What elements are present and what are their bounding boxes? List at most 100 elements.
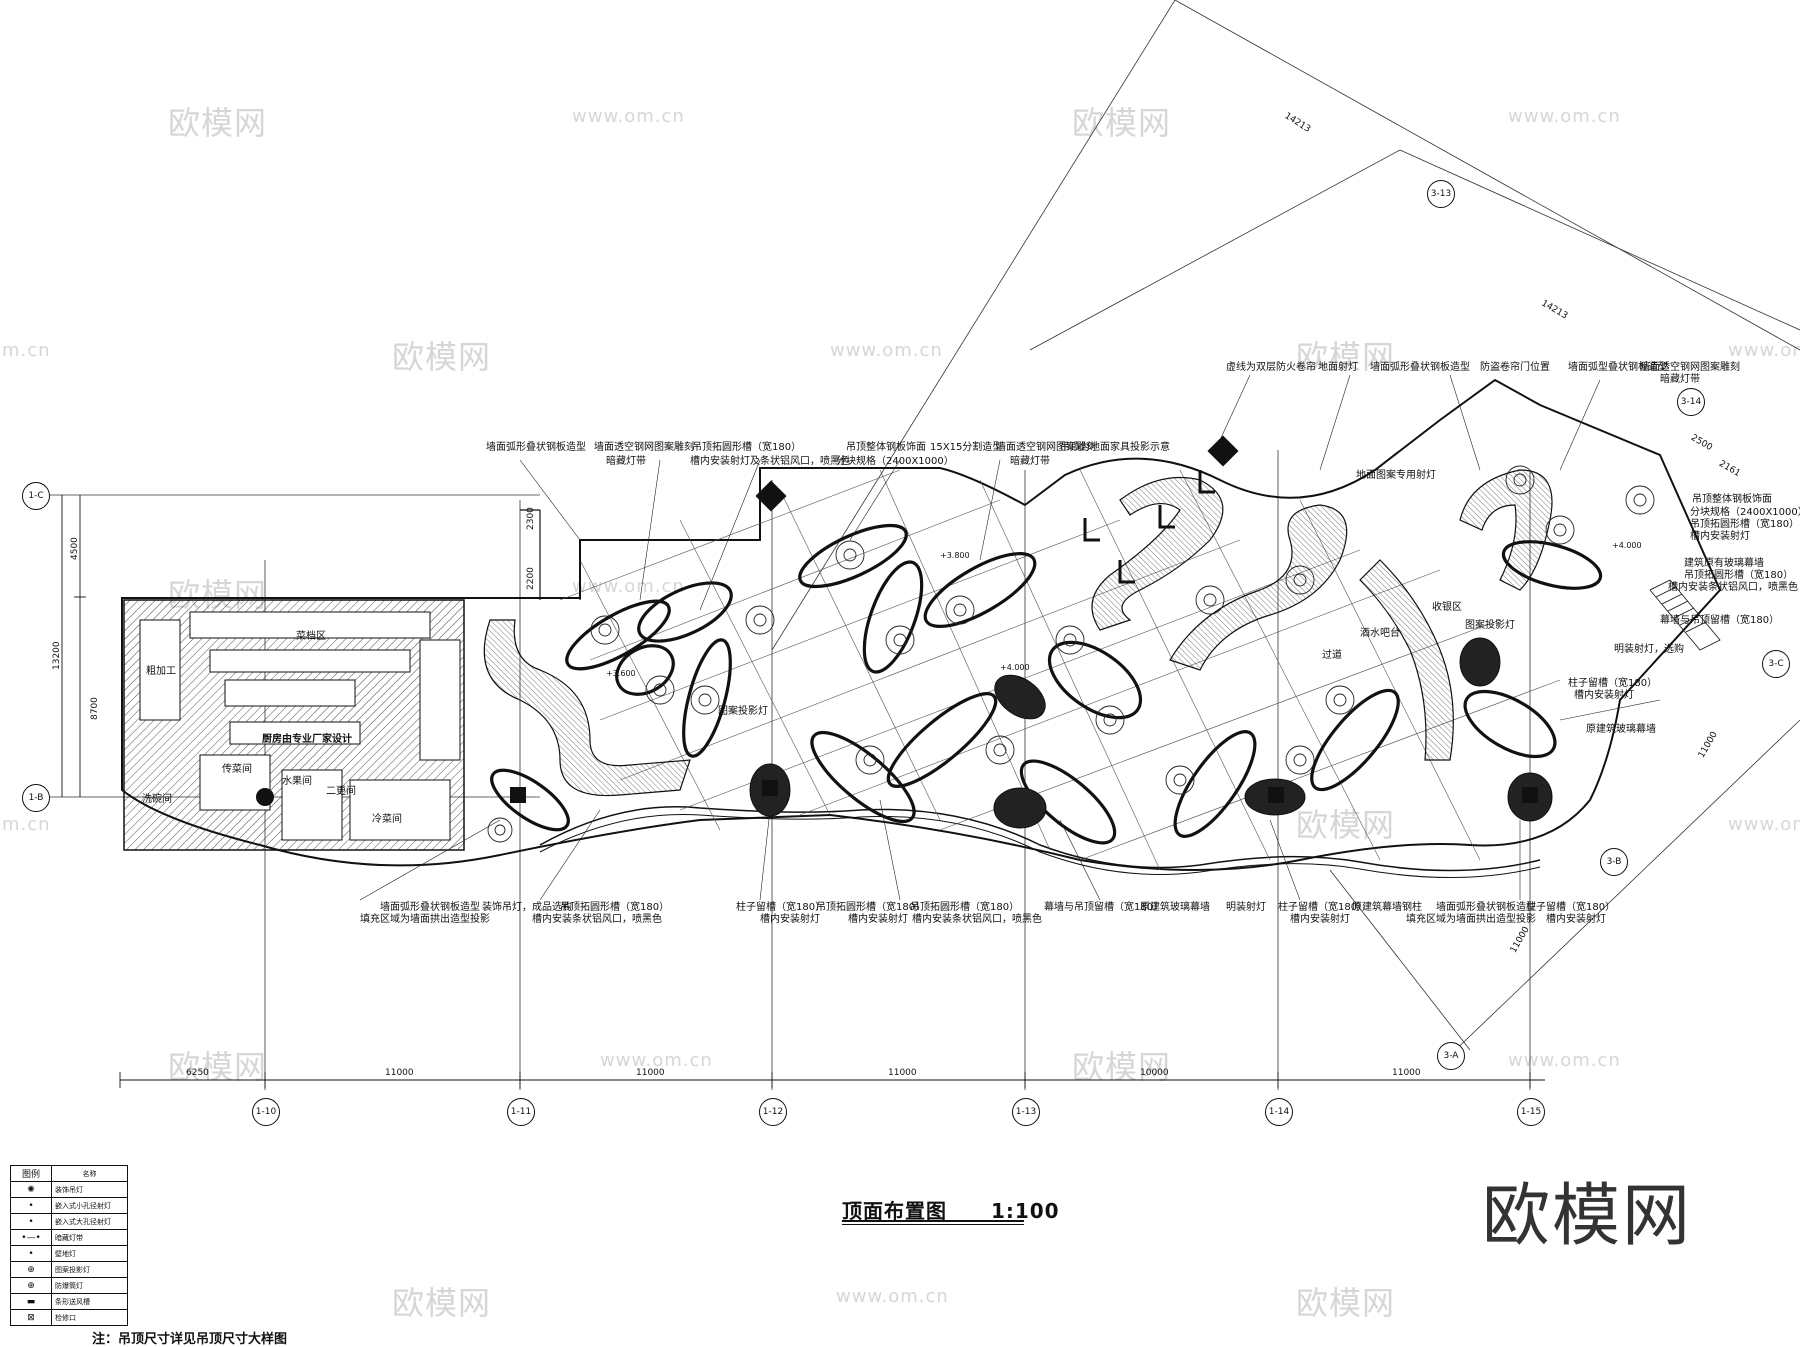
annotation: 槽内安装射灯: [848, 914, 908, 925]
zone-label: 过道: [1322, 650, 1342, 661]
annotation: 吊顶拓圆形槽（宽180）: [692, 442, 802, 453]
annotation: 槽内安装射灯: [760, 914, 820, 925]
annotation: 墙面弧形叠状钢板造型: [380, 902, 480, 913]
legend-note: 注：吊顶尺寸详见吊顶尺寸大样图: [92, 1332, 288, 1347]
annotation: 墙面透空钢网图案雕刻: [996, 442, 1096, 453]
oval-ceiling-grooves: [490, 523, 1603, 845]
small-spotlight-icon: •: [10, 1197, 52, 1214]
annotation: 墙面弧形叠状钢板造型: [1370, 362, 1470, 373]
drawing-scale: 1:100: [990, 1199, 1060, 1223]
annotation: 地面射灯: [1318, 362, 1358, 373]
annotation: 明装射灯: [1226, 902, 1266, 913]
annotation: 吊顶拓圆形槽（宽180）: [816, 902, 926, 913]
annotation: 槽内安装条状铝风口，喷黑色: [912, 914, 1042, 925]
annotation: 建筑原有玻璃幕墙: [1684, 558, 1764, 569]
axis-tag: 1-B: [22, 784, 50, 812]
annotation: 吊顶拓圆形槽（宽180）: [1684, 570, 1794, 581]
annotation: 虚线为双层防火卷帘: [1226, 362, 1316, 373]
annotation: 原建筑玻璃幕墙: [1586, 724, 1656, 735]
legend-row: ⊕ 防爆筒灯: [10, 1277, 128, 1294]
annotation: 分块规格（2400X1000）: [1690, 507, 1800, 518]
title-underline: [842, 1220, 1024, 1222]
dimension-text: 11000: [1392, 1068, 1421, 1078]
light-strip-icon: •—•: [10, 1229, 52, 1246]
dark-oval-projections: [749, 637, 1553, 829]
dimension-text: 8700: [90, 697, 100, 720]
projector-lamp-icon: ⊕: [10, 1261, 52, 1278]
annotation: 填充区域为墙面拱出造型投影: [1406, 914, 1536, 925]
zone-label: 二更间: [326, 786, 356, 797]
annotation: 槽内安装射灯: [1290, 914, 1350, 925]
center-label: 图案投影灯: [718, 706, 768, 717]
legend-row: • 壁地灯: [10, 1245, 128, 1262]
legend-table: 图例 名称 ✺ 装饰吊灯 • 嵌入式小孔径射灯 • 嵌入式大孔径射灯 •—• 暗…: [10, 1165, 128, 1326]
axis-tag: 1-15: [1517, 1098, 1545, 1126]
zone-label: 厨房由专业厂家设计: [262, 734, 352, 745]
annotation: 柱子留槽（宽180）: [1278, 902, 1368, 913]
zone-label: 收银区: [1432, 602, 1462, 613]
annotation: 槽内安装射灯: [1574, 690, 1634, 701]
annotation: 防盗卷帘门位置: [1480, 362, 1550, 373]
legend-row: ⊕ 图案投影灯: [10, 1261, 128, 1278]
building-outline: [121, 378, 1722, 871]
annotation: 墙面透空钢网图案雕刻: [594, 442, 694, 453]
annotation: 明装射灯，选购: [1614, 644, 1684, 655]
zone-label: 传菜间: [222, 764, 252, 775]
legend-header-name: 名称: [51, 1165, 128, 1182]
legend-row: ▬ 条形送风槽: [10, 1293, 128, 1310]
axis-tag: 1-C: [22, 482, 50, 510]
pendant-lamp-icon: ✺: [10, 1181, 52, 1198]
annotation: 吊顶拓圆形槽（宽180）: [910, 902, 1020, 913]
brand-watermark: 欧模网: [1482, 1177, 1693, 1256]
annotation: 填充区域为墙面拱出造型投影: [360, 914, 490, 925]
large-spotlight-icon: •: [10, 1213, 52, 1230]
axis-tag: 1-13: [1012, 1098, 1040, 1126]
annotation: 吊顶拓圆形槽（宽180）: [560, 902, 670, 913]
pendant-lamps: [487, 465, 1655, 843]
stair: [1649, 579, 1721, 651]
annotation: 槽内安装射灯及条状铝风口，喷黑色: [690, 456, 850, 467]
axis-tag: 1-10: [252, 1098, 280, 1126]
annotation: 墙面弧型叠状钢板造型: [1568, 362, 1668, 373]
annotation: 槽内安装射灯: [1690, 531, 1750, 542]
dimension-text: 2300: [526, 507, 536, 530]
level-mark: +3.600: [606, 669, 636, 678]
axis-tag: 1-12: [759, 1098, 787, 1126]
legend-row: ⊠ 检修口: [10, 1309, 128, 1326]
annotation: 墙面弧形叠状钢板造型: [486, 442, 586, 453]
legend-label: 检修口: [51, 1309, 128, 1326]
dimension-text: 4500: [70, 537, 80, 560]
dimension-text: 10000: [1140, 1068, 1169, 1078]
annotation: 装饰吊灯，成品选购: [482, 902, 572, 913]
zone-label: 酒水吧台: [1360, 628, 1400, 639]
center-label: 图案投影灯: [1465, 620, 1515, 631]
zone-label: 冷菜间: [372, 814, 402, 825]
dimension-text: 2200: [526, 567, 536, 590]
legend-label: 壁地灯: [51, 1245, 128, 1262]
booth-bands: [483, 469, 1553, 797]
level-mark: +4.000: [1000, 663, 1030, 672]
axis-tag: 3-B: [1600, 848, 1628, 876]
ceiling-grid: [559, 469, 1561, 871]
legend-label: 图案投影灯: [51, 1261, 128, 1278]
annotation: 槽内安装条状铝风口，喷黑色: [532, 914, 662, 925]
legend-label: 条形送风槽: [51, 1293, 128, 1310]
title-underline: [842, 1224, 1024, 1225]
axis-tag: 1-14: [1265, 1098, 1293, 1126]
air-slot-icon: ▬: [10, 1293, 52, 1310]
zone-label: 洗碗间: [142, 794, 172, 805]
entry-marks: [1083, 470, 1215, 584]
floor-lamp-icon: •: [10, 1245, 52, 1262]
annotation: 幕墙与吊顶留槽（宽180）: [1660, 615, 1780, 626]
annotation: 槽内安装射灯: [1546, 914, 1606, 925]
annotation: 原建筑幕墙钢柱: [1352, 902, 1422, 913]
curtain-wall-wave: [539, 806, 1541, 872]
access-hatch-icon: ⊠: [10, 1309, 52, 1326]
explosion-proof-lamp-icon: ⊕: [10, 1277, 52, 1294]
zone-label: 粗加工: [146, 666, 176, 677]
drawing-title-text: 顶面布置图: [842, 1199, 947, 1223]
annotation: 柱子留槽（宽180）: [1568, 678, 1658, 689]
annotation: 吊顶整体钢板饰面: [846, 442, 926, 453]
legend-header-symbol: 图例: [10, 1165, 52, 1182]
